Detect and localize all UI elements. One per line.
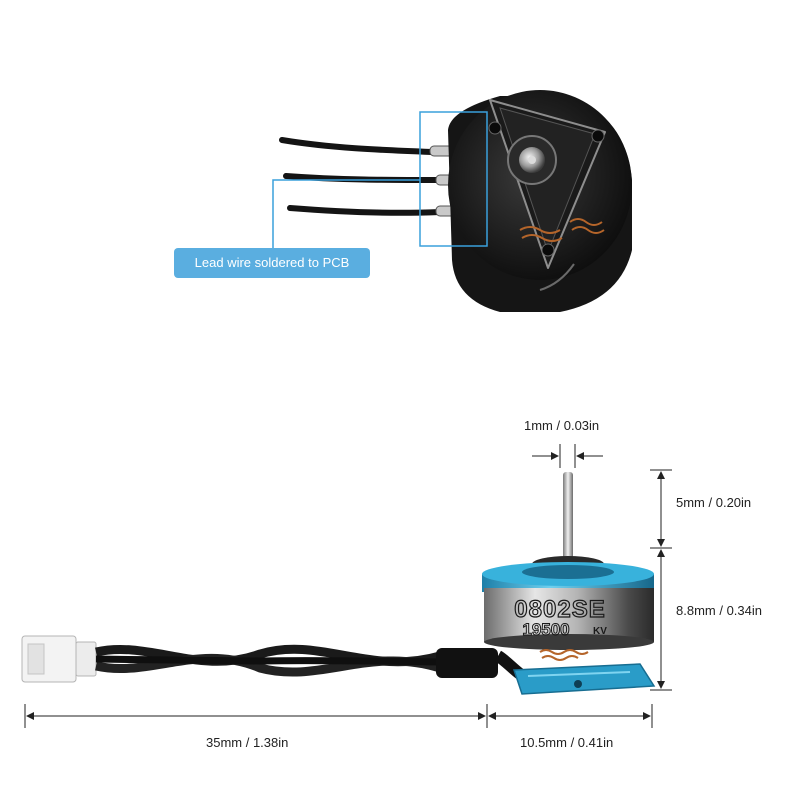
motor-base-mount: [512, 663, 656, 695]
side-copper-windings: [539, 649, 589, 661]
dimension-lines: [24, 444, 672, 728]
shaft-diameter-label: 1mm / 0.03in: [524, 418, 600, 433]
motor-kv-text: 19500 KV: [522, 620, 607, 640]
callout-connector: [272, 179, 420, 248]
motor-height-label: 8.8mm / 0.34in: [676, 603, 762, 618]
lead-wires: [279, 137, 473, 217]
motor-width-label: 10.5mm / 0.41in: [520, 735, 614, 750]
svg-text:KV: KV: [593, 626, 607, 637]
copper-windings: [519, 218, 605, 242]
connector-plug: [21, 635, 97, 683]
svg-text:19500: 19500: [522, 620, 569, 639]
motor-side-view: 0802SE 19500 KV: [21, 472, 656, 695]
solder-highlight-box: [419, 111, 488, 247]
motor-bell: [484, 588, 654, 642]
motor-shaft: [563, 472, 573, 562]
wire-length-label: 35mm / 1.38in: [206, 735, 289, 750]
shaft-length-label: 5mm / 0.20in: [676, 495, 752, 510]
motor-bottom-view: [272, 90, 632, 312]
twisted-wire: [95, 644, 524, 679]
lead-wire-callout: Lead wire soldered to PCB: [174, 248, 370, 278]
motor-body: [448, 90, 632, 312]
motor-model-text: 0802SE: [514, 596, 605, 623]
